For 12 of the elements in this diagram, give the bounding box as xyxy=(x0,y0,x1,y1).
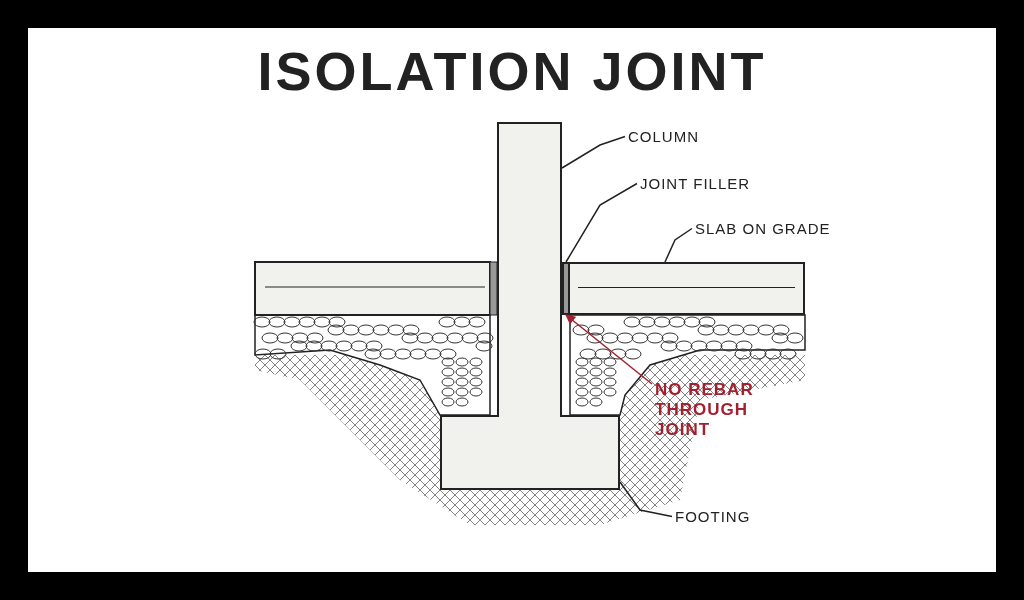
concrete-footing xyxy=(440,415,620,490)
callout-label: COLUMN xyxy=(628,128,699,145)
joint-filler xyxy=(562,262,570,315)
callout-label: SLAB ON GRADE xyxy=(695,220,831,237)
leader-line xyxy=(561,135,626,169)
warning-note: NO REBAR THROUGH JOINT xyxy=(655,380,775,440)
callout-label: FOOTING xyxy=(675,508,751,525)
title: ISOLATION JOINT xyxy=(256,40,768,102)
concrete-column xyxy=(497,122,562,417)
callout-label: JOINT FILLER xyxy=(640,175,751,192)
concrete-slab xyxy=(570,262,805,315)
leader-line xyxy=(664,227,693,263)
